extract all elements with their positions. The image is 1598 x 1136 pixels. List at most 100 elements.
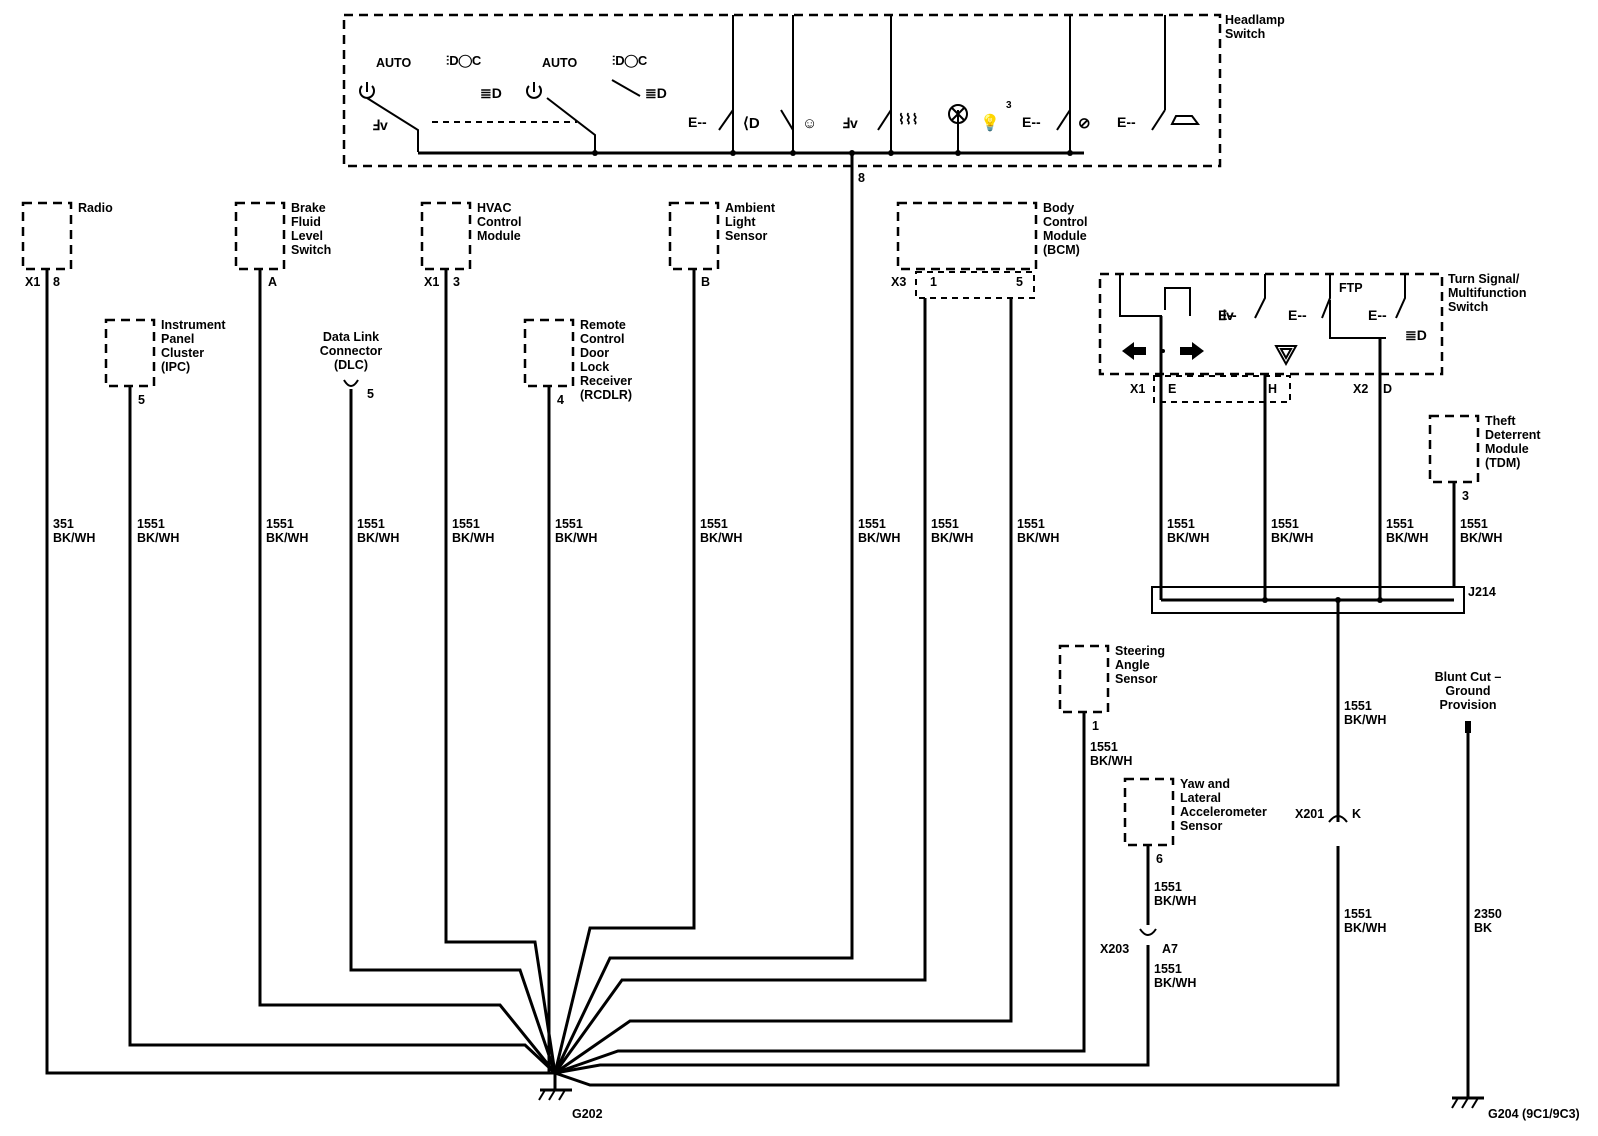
- turn-signal-multifunction-switch: Turn Signal/ Multifunction Switch E-- Ⅎv…: [1098, 272, 1526, 403]
- ground-g202: G202: [538, 1073, 603, 1121]
- pedestrian-icon: ⊘: [1078, 115, 1091, 132]
- wires: [45, 153, 1470, 1098]
- svg-text:(BCM): (BCM): [1043, 243, 1080, 257]
- headlamp-switch-label-2: Switch: [1225, 27, 1265, 41]
- dimmer-icon: Ⅎv: [372, 117, 388, 133]
- svg-text:1: 1: [1092, 719, 1099, 733]
- svg-text:1551: 1551: [1386, 517, 1414, 531]
- svg-text:BK/WH: BK/WH: [1271, 531, 1313, 545]
- svg-text:BK/WH: BK/WH: [53, 531, 95, 545]
- svg-text:Ground: Ground: [1445, 684, 1490, 698]
- svg-text:1551: 1551: [555, 517, 583, 531]
- svg-text:FTP: FTP: [1339, 281, 1363, 295]
- svg-text:4: 4: [557, 393, 564, 407]
- svg-text:BK: BK: [1474, 921, 1492, 935]
- svg-text:Deterrent: Deterrent: [1485, 428, 1541, 442]
- hvac-control-module: HVAC Control Module X1 3: [420, 201, 521, 289]
- svg-text:Control: Control: [1043, 215, 1087, 229]
- j214-label: J214: [1468, 585, 1496, 599]
- svg-text:X1: X1: [1130, 382, 1145, 396]
- svg-text:E--: E--: [1368, 307, 1387, 323]
- svg-text:3: 3: [453, 275, 460, 289]
- turn-left-arrow-icon: [1122, 342, 1146, 360]
- svg-text:(DLC): (DLC): [334, 358, 368, 372]
- svg-text:1551: 1551: [1017, 517, 1045, 531]
- parking-lamp-icon: ⫶D◯C: [612, 53, 648, 69]
- svg-text:Angle: Angle: [1115, 658, 1150, 672]
- svg-text:BK/WH: BK/WH: [266, 531, 308, 545]
- svg-text:Lateral: Lateral: [1180, 791, 1221, 805]
- headlamp-icon: ≣D: [1405, 327, 1427, 343]
- svg-text:BK/WH: BK/WH: [137, 531, 179, 545]
- svg-text:BK/WH: BK/WH: [1460, 531, 1502, 545]
- g204-label: G204 (9C1/9C3): [1488, 1107, 1580, 1121]
- x201-label: X201: [1295, 807, 1324, 821]
- svg-text:5: 5: [367, 387, 374, 401]
- svg-text:💡: 💡: [980, 113, 1000, 132]
- svg-text:351: 351: [53, 517, 74, 531]
- svg-text:BK/WH: BK/WH: [1344, 921, 1386, 935]
- svg-text:Sensor: Sensor: [1180, 819, 1223, 833]
- cargo-lamp-icon: 💡 3: [980, 100, 1012, 132]
- flash-to-pass-icon: Ⅎv: [1218, 307, 1234, 323]
- x201-pin: K: [1352, 807, 1361, 821]
- svg-text:Radio: Radio: [78, 201, 113, 215]
- svg-text:(TDM): (TDM): [1485, 456, 1520, 470]
- headlamp-icon: ≣D: [480, 85, 502, 101]
- svg-text:BK/WH: BK/WH: [1090, 754, 1132, 768]
- svg-text:Steering: Steering: [1115, 644, 1165, 658]
- remote-control-door-lock-receiver: Remote Control Door Lock Receiver (RCDLR…: [523, 318, 632, 407]
- svg-text:Switch: Switch: [1448, 300, 1488, 314]
- trunk-icon: [1170, 115, 1200, 125]
- svg-text:BK/WH: BK/WH: [1344, 713, 1386, 727]
- svg-text:Receiver: Receiver: [580, 374, 632, 388]
- svg-text:Sensor: Sensor: [725, 229, 768, 243]
- connector-labels: J214 X201 K X203 A7: [1100, 585, 1496, 956]
- theft-deterrent-module: Theft Deterrent Module (TDM) 3: [1428, 414, 1541, 503]
- svg-text:A: A: [268, 275, 277, 289]
- brake-fluid-level-switch: Brake Fluid Level Switch A: [234, 201, 331, 289]
- fog-lamp-icon: ⟨D: [743, 115, 760, 132]
- svg-text:Theft: Theft: [1485, 414, 1516, 428]
- svg-text:HVAC: HVAC: [477, 201, 512, 215]
- svg-text:X3: X3: [891, 275, 906, 289]
- svg-text:Lock: Lock: [580, 360, 609, 374]
- svg-text:X1: X1: [424, 275, 439, 289]
- svg-text:Level: Level: [291, 229, 323, 243]
- svg-text:H: H: [1268, 382, 1277, 396]
- data-link-connector: Data Link Connector (DLC) 5: [320, 330, 383, 401]
- svg-text:BK/WH: BK/WH: [700, 531, 742, 545]
- blunt-cut-ground-provision: Blunt Cut – Ground Provision: [1435, 670, 1502, 733]
- svg-text:1551: 1551: [137, 517, 165, 531]
- svg-text:⫶D◯C: ⫶D◯C: [446, 53, 482, 69]
- svg-text:Panel: Panel: [161, 332, 194, 346]
- svg-text:D: D: [1383, 382, 1392, 396]
- svg-text:Body: Body: [1043, 201, 1074, 215]
- svg-text:☺: ☺: [802, 115, 817, 132]
- dimmer-icon: Ⅎv: [842, 115, 858, 131]
- svg-text:⊘: ⊘: [1078, 115, 1091, 132]
- bulb-icon: [948, 104, 968, 124]
- svg-text:5: 5: [1016, 275, 1023, 289]
- svg-text:Provision: Provision: [1440, 698, 1497, 712]
- svg-text:BK/WH: BK/WH: [1154, 894, 1196, 908]
- svg-text:1551: 1551: [858, 517, 886, 531]
- svg-text:Fluid: Fluid: [291, 215, 321, 229]
- svg-text:Door: Door: [580, 346, 609, 360]
- svg-text:1551: 1551: [266, 517, 294, 531]
- svg-text:Yaw and: Yaw and: [1180, 777, 1230, 791]
- svg-text:1551: 1551: [357, 517, 385, 531]
- svg-text:6: 6: [1156, 852, 1163, 866]
- svg-text:1551: 1551: [1154, 880, 1182, 894]
- svg-text:Module: Module: [477, 229, 521, 243]
- dome-lamp-icon: ⌇⌇⌇: [898, 111, 919, 127]
- svg-text:Blunt Cut –: Blunt Cut –: [1435, 670, 1502, 684]
- svg-text:Multifunction: Multifunction: [1448, 286, 1526, 300]
- ambient-light-sensor: Ambient Light Sensor B: [668, 201, 776, 289]
- svg-text:(IPC): (IPC): [161, 360, 190, 374]
- svg-text:Switch: Switch: [291, 243, 331, 257]
- svg-text:Ⅎv: Ⅎv: [842, 115, 858, 131]
- svg-text:BK/WH: BK/WH: [357, 531, 399, 545]
- svg-text:⌇⌇⌇: ⌇⌇⌇: [898, 111, 919, 127]
- svg-text:Control: Control: [477, 215, 521, 229]
